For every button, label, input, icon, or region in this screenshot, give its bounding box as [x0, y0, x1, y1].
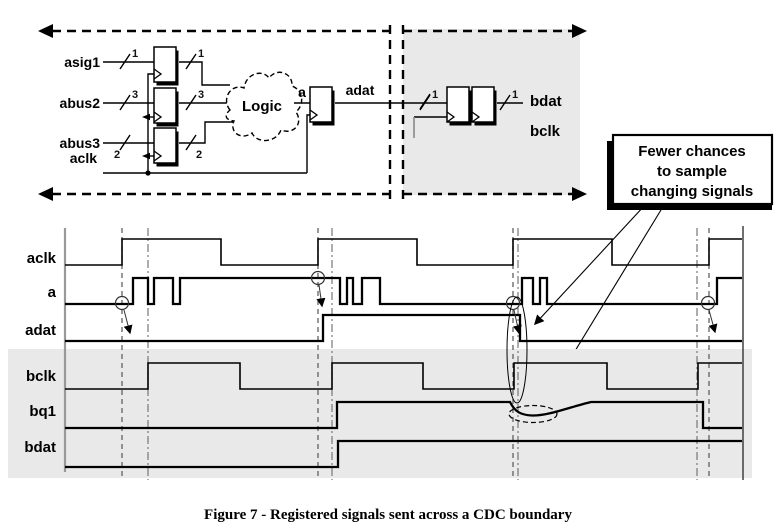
- sample-arrow-3: [512, 309, 522, 335]
- sample-circle-3: [505, 295, 521, 311]
- sample-circle-1: [114, 295, 130, 311]
- annotation-line3: changing signals: [631, 183, 754, 200]
- bus-width: 3: [132, 89, 138, 101]
- flipflop-asig1: [153, 46, 179, 86]
- flipflop-sync2: [471, 86, 497, 126]
- wire-junction-dot: [145, 170, 151, 176]
- clock-pin-icon: [153, 111, 163, 123]
- clock-pin-icon: [153, 150, 163, 162]
- timing-label-bq1: bq1: [29, 403, 56, 420]
- timing-label-bdat: bdat: [24, 439, 56, 456]
- logic-cloud: Logic: [225, 71, 303, 142]
- sample-markers: [114, 270, 718, 335]
- timing-label-bclk: bclk: [26, 368, 57, 385]
- metastable-dip-ellipse: [508, 404, 558, 424]
- bus-width: 1: [432, 89, 438, 101]
- bus-width: 1: [512, 89, 518, 101]
- sample-circle-2: [310, 270, 326, 286]
- right-arrow-icon: [572, 24, 587, 38]
- flipflop-sync1: [446, 86, 472, 126]
- bclk-edge-guides: [147, 228, 698, 480]
- right-arrow-icon: [572, 187, 587, 201]
- bus-width-marks: 1 1 3 3 2 2: [114, 48, 204, 161]
- annotation-box: Fewer chances to sample changing signals: [533, 133, 774, 394]
- sample-arrow-2: [316, 284, 326, 308]
- net-label-adat: adat: [346, 82, 375, 98]
- bus-width: 3: [198, 89, 204, 101]
- left-arrow-icon: [38, 24, 53, 38]
- flipflop-abus3: [153, 127, 179, 167]
- signal-label-aclk: aclk: [70, 150, 97, 166]
- sample-arrow-1: [123, 309, 133, 335]
- bus-width: 2: [196, 149, 202, 161]
- signal-label-abus3: abus3: [60, 135, 101, 151]
- signal-label-abus2: abus2: [60, 95, 101, 111]
- waveform-bdat: [65, 439, 742, 469]
- waveform-a: [65, 276, 742, 306]
- flipflop-adat: [309, 86, 335, 126]
- sample-arrow-4: [708, 309, 718, 334]
- bus-width: 1: [198, 48, 204, 60]
- signal-label-bdat: bdat: [530, 93, 562, 110]
- clock-tap-arrow-icon: [142, 152, 150, 160]
- waveform-bclk: [65, 362, 742, 390]
- flipflop-abus2: [153, 87, 179, 127]
- signal-label-bclk: bclk: [530, 123, 561, 140]
- waveform-aclk: [65, 238, 742, 266]
- timing-label-aclk: aclk: [27, 250, 57, 267]
- clock-pin-icon: [309, 109, 319, 121]
- domain-a-wiring: [103, 61, 310, 176]
- net-label-a: a: [298, 84, 306, 100]
- flip-flops-domain-a: [153, 46, 179, 167]
- bus-slash: [499, 94, 511, 111]
- annotation-line2: to sample: [657, 163, 727, 180]
- waveform-bq1: [65, 400, 742, 430]
- bus-width: 2: [114, 149, 120, 161]
- timing-label-adat: adat: [25, 322, 56, 339]
- clock-tap-arrow-icon: [142, 113, 150, 121]
- clock-domain-b-boundary: [401, 24, 587, 201]
- clock-pin-icon: [471, 111, 481, 123]
- signal-label-asig1: asig1: [64, 54, 100, 70]
- coincident-edges-ellipse: [506, 296, 528, 404]
- sample-circle-4: [700, 295, 716, 311]
- clock-pin-icon: [153, 68, 163, 80]
- timing-domain-b-shade: [8, 349, 752, 478]
- logic-cloud-label: Logic: [242, 98, 282, 115]
- timing-label-a: a: [48, 284, 57, 301]
- bus-width: 1: [132, 48, 138, 60]
- clock-domain-a-boundary: [38, 24, 392, 201]
- annotation-line1: Fewer chances: [638, 143, 746, 160]
- waveform-adat: [65, 313, 742, 343]
- left-arrow-icon: [38, 187, 53, 201]
- clock-pin-icon: [446, 111, 456, 123]
- figure-caption: Figure 7 - Registered signals sent acros…: [204, 507, 572, 523]
- aclk-edge-guides: [121, 228, 710, 480]
